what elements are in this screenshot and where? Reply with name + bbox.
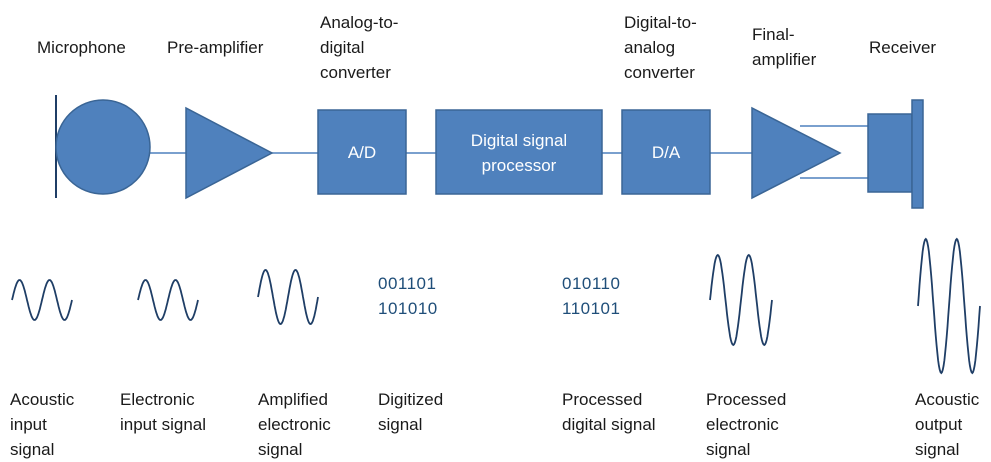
caption-digitized-signal: Digitized signal: [378, 390, 444, 434]
pre-amplifier-triangle: [185, 106, 274, 200]
final-amplifier-triangle: [751, 106, 842, 200]
wave-amplified-electronic: [257, 269, 319, 325]
wave-acoustic-input: [11, 279, 73, 321]
wave-electronic-input: [137, 279, 199, 321]
caption-electronic-input-signal: Electronic input signal: [120, 390, 207, 434]
receiver-plate: [911, 99, 924, 209]
stage-title-receiver: Receiver: [869, 38, 937, 57]
da-converter-box: [621, 109, 711, 195]
dsp-box: [435, 109, 603, 195]
ad-converter-box: [317, 109, 407, 195]
stage-title-microphone: Microphone: [37, 38, 126, 57]
dsp-box-label: Digital signal processor: [470, 131, 568, 175]
microphone-shape: [55, 99, 151, 195]
stage-title-da-converter: Digital-to- analog converter: [624, 13, 697, 82]
caption-processed-digital-signal: Processed digital signal: [562, 390, 656, 434]
caption-processed-electronic-signal: Processed electronic signal: [706, 390, 787, 459]
digitized-bits: 001101 101010: [378, 274, 438, 318]
stage-title-pre-amplifier: Pre-amplifier: [167, 38, 264, 57]
processed-bits: 010110 110101: [562, 274, 621, 318]
stage-title-ad-converter: Analog-to- digital converter: [320, 13, 399, 82]
wave-processed-electronic: [709, 253, 773, 347]
receiver-body: [867, 113, 913, 193]
da-box-label: D/A: [651, 143, 681, 162]
wave-acoustic-output: [917, 237, 981, 375]
stage-title-final-amplifier: Final- amplifier: [752, 25, 817, 69]
caption-amplified-electronic-signal: Amplified electronic signal: [258, 390, 331, 459]
ad-box-label: A/D: [347, 143, 377, 162]
caption-acoustic-output-signal: Acoustic output signal: [915, 390, 980, 459]
caption-acoustic-input-signal: Acoustic input signal: [10, 390, 75, 459]
